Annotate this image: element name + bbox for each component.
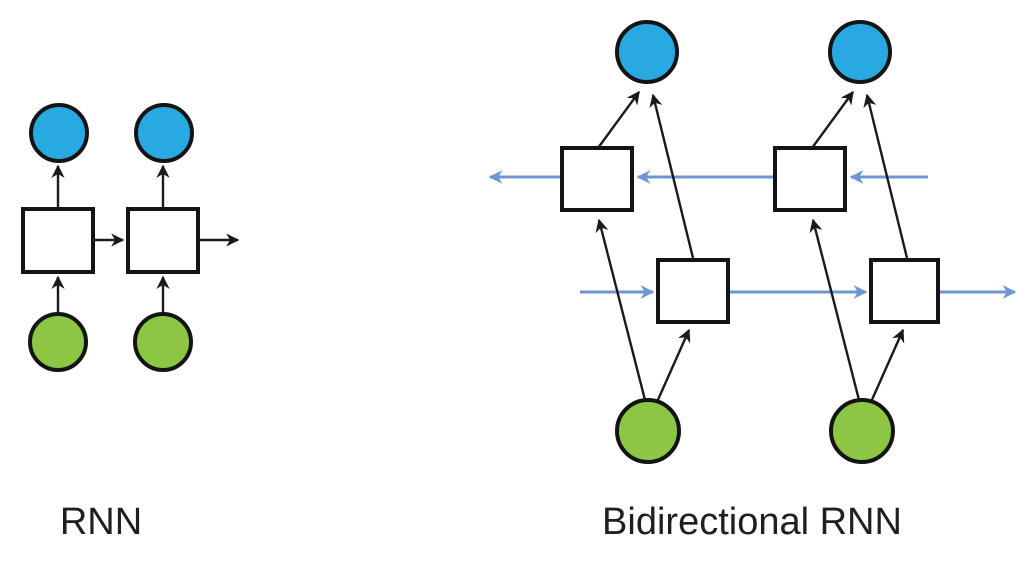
bidir-output-node-2 bbox=[828, 20, 892, 84]
bidir-edge-forward1-to-output1 bbox=[649, 93, 695, 259]
bidir-edge-input1-to-backward1 bbox=[595, 218, 647, 401]
rnn-hidden-node-2 bbox=[126, 207, 200, 274]
bidir-backward-hidden-node-1 bbox=[560, 146, 634, 212]
bidir-edge-input2-to-forward2 bbox=[869, 328, 905, 403]
bidir-edge-input1-to-forward1 bbox=[655, 328, 691, 403]
bidir-forward-hidden-node-1 bbox=[656, 258, 730, 324]
rnn-input-nodes bbox=[28, 312, 193, 372]
bidir-edge-forward2-to-output2 bbox=[863, 93, 909, 259]
label-rnn: RNN bbox=[59, 501, 143, 543]
bidir-edge-input2-to-backward2 bbox=[809, 218, 861, 401]
rnn-output-node-1 bbox=[29, 103, 89, 163]
bidir-edge-backward1-to-output1 bbox=[597, 90, 640, 149]
bidir-forward-hidden-node-2 bbox=[869, 258, 940, 324]
bidir-input-nodes bbox=[615, 398, 895, 464]
bidir-hidden-nodes bbox=[560, 146, 940, 324]
rnn-input-node-1 bbox=[28, 312, 88, 372]
bidir-edge-backward2-to-output2 bbox=[811, 90, 854, 149]
rnn-output-nodes bbox=[29, 103, 194, 163]
bidir-output-nodes bbox=[615, 20, 892, 84]
rnn-hidden-nodes bbox=[21, 207, 200, 274]
rnn-input-node-2 bbox=[133, 312, 193, 372]
bidir-backward-hidden-node-2 bbox=[773, 146, 847, 212]
bidir-input-node-1 bbox=[615, 398, 681, 464]
bidir-input-node-2 bbox=[829, 398, 895, 464]
label-bidirectional-rnn: Bidirectional RNN bbox=[602, 501, 902, 543]
rnn-edges bbox=[51, 164, 240, 313]
bidir-edges bbox=[595, 90, 909, 403]
bidir-output-node-1 bbox=[615, 20, 679, 84]
rnn-output-node-2 bbox=[134, 103, 194, 163]
rnn-hidden-node-1 bbox=[21, 207, 95, 274]
